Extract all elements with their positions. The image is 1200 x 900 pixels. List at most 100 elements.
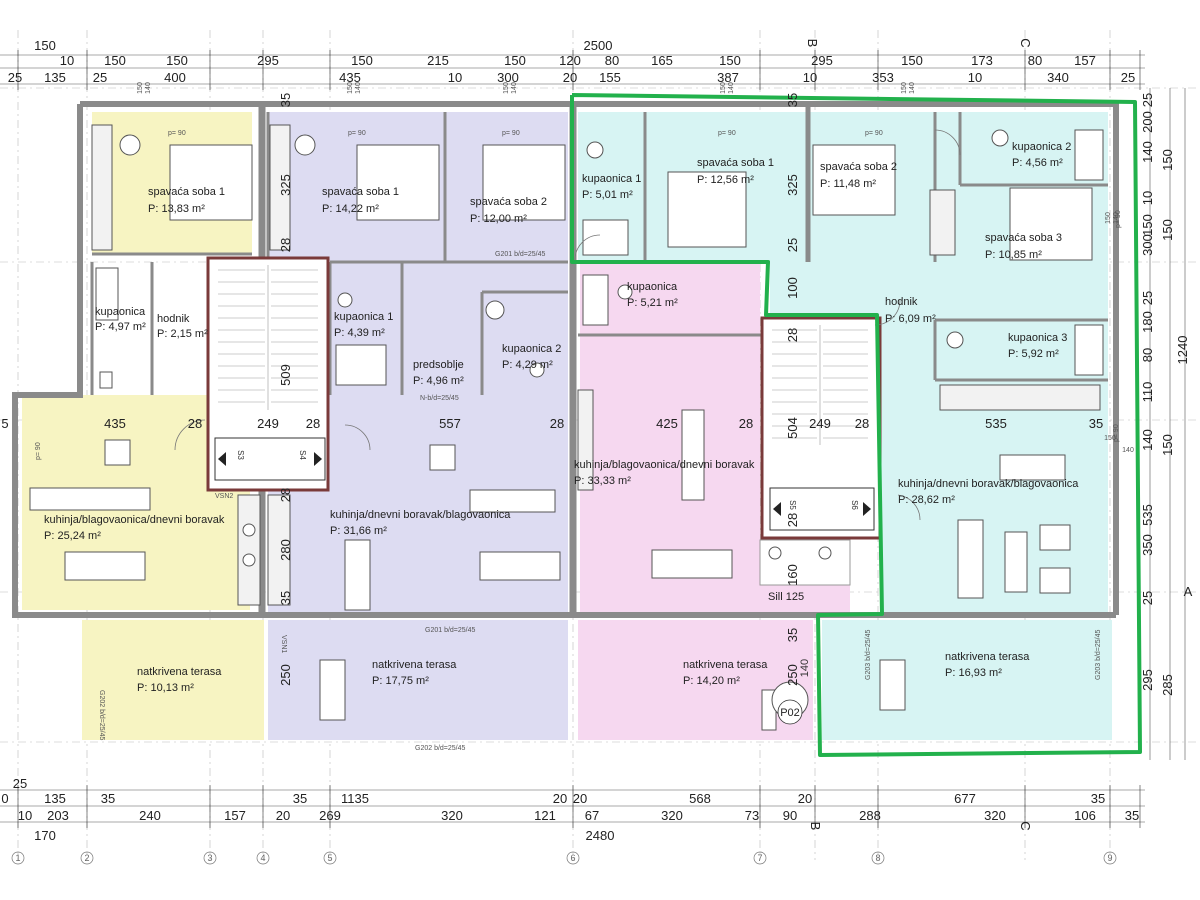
svg-text:150: 150 xyxy=(1140,214,1155,236)
svg-text:249: 249 xyxy=(809,416,831,431)
svg-text:165: 165 xyxy=(651,53,673,68)
washbasin-icon xyxy=(485,300,505,320)
svg-text:150: 150 xyxy=(1160,219,1175,241)
svg-text:p= 90: p= 90 xyxy=(1113,424,1120,442)
toilet-icon xyxy=(617,284,633,300)
zone-cyan-terrace xyxy=(822,620,1112,740)
axis-label: C xyxy=(1018,821,1033,830)
svg-text:150: 150 xyxy=(720,82,727,94)
svg-text:25: 25 xyxy=(1140,93,1155,107)
room-area: P: 4,29 m² xyxy=(502,359,553,371)
apartment-highlight-outline xyxy=(570,93,1142,757)
svg-text:73: 73 xyxy=(745,808,759,823)
svg-text:G201 b/d=25/45: G201 b/d=25/45 xyxy=(425,627,476,634)
svg-text:VSN1: VSN1 xyxy=(280,635,287,653)
sink-icon xyxy=(818,546,832,560)
svg-text:325: 325 xyxy=(278,174,293,196)
svg-text:535: 535 xyxy=(1140,504,1155,526)
svg-text:35: 35 xyxy=(785,93,800,107)
svg-text:20: 20 xyxy=(553,791,567,806)
axis-label: 6 xyxy=(570,853,575,863)
svg-text:150: 150 xyxy=(1160,149,1175,171)
toilet-icon xyxy=(991,129,1009,147)
svg-text:509: 509 xyxy=(278,364,293,386)
sofa-icon xyxy=(469,489,556,513)
armchair-icon xyxy=(1039,524,1071,551)
svg-text:140: 140 xyxy=(799,659,811,677)
svg-text:150: 150 xyxy=(719,53,741,68)
svg-text:20: 20 xyxy=(573,791,587,806)
room-name: spavaća soba 1 xyxy=(322,186,399,198)
svg-text:140: 140 xyxy=(1140,429,1155,451)
svg-text:28: 28 xyxy=(739,416,753,431)
room-area: P: 12,56 m² xyxy=(697,174,754,186)
room-area: P: 14,22 m² xyxy=(322,203,379,215)
room-name: kuhinja/dnevni boravak/blagovaonica xyxy=(330,509,511,521)
bed-icon xyxy=(169,144,253,221)
svg-text:G202 b/d=25/45: G202 b/d=25/45 xyxy=(98,690,105,741)
bed-icon xyxy=(482,144,566,221)
svg-text:25: 25 xyxy=(1140,291,1155,305)
svg-text:25: 25 xyxy=(1140,591,1155,605)
svg-text:568: 568 xyxy=(689,791,711,806)
svg-text:1240: 1240 xyxy=(1175,336,1190,365)
svg-text:295: 295 xyxy=(811,53,833,68)
svg-text:110: 110 xyxy=(1140,382,1155,403)
svg-text:25: 25 xyxy=(8,70,22,85)
shower-icon xyxy=(335,344,387,386)
svg-text:150: 150 xyxy=(166,53,188,68)
svg-text:p= 90: p= 90 xyxy=(35,442,42,460)
room-name: spavaća soba 2 xyxy=(820,161,897,173)
tv-table-icon xyxy=(1004,531,1028,593)
sill-label: Sill 125 xyxy=(768,591,804,603)
svg-text:p= 90: p= 90 xyxy=(168,130,186,137)
svg-text:150: 150 xyxy=(503,82,510,94)
axis-label: 7 xyxy=(757,853,762,863)
room-name: kupaonica 3 xyxy=(1008,332,1067,344)
armchair-icon xyxy=(104,439,131,466)
svg-text:285: 285 xyxy=(1160,674,1175,696)
svg-text:535: 535 xyxy=(985,416,1007,431)
svg-text:S3: S3 xyxy=(236,450,245,460)
svg-text:100: 100 xyxy=(785,277,800,299)
axis-label: 3 xyxy=(207,853,212,863)
room-name: natkrivena terasa xyxy=(372,659,457,671)
axis-a: A xyxy=(1184,584,1193,599)
svg-text:p= 90: p= 90 xyxy=(718,130,736,137)
toilet-icon xyxy=(586,141,604,159)
svg-text:10: 10 xyxy=(448,70,462,85)
room-area: P: 5,01 m² xyxy=(582,189,633,201)
room-area: P: 16,93 m² xyxy=(945,667,1002,679)
axis-label: 8 xyxy=(875,853,880,863)
room-name: kuhinja/dnevni boravak/blagovaonica xyxy=(898,478,1079,490)
room-name: kupaonica 1 xyxy=(334,311,393,323)
room-name: kupaonica 2 xyxy=(1012,141,1071,153)
room-area: P: 31,66 m² xyxy=(330,525,387,537)
room-name: kupaonica 2 xyxy=(502,343,561,355)
kitchen-counter-icon xyxy=(237,494,261,606)
room-name: kuhinja/blagovaonica/dnevni boravak xyxy=(574,459,755,471)
svg-text:35: 35 xyxy=(1125,808,1139,823)
shower-icon xyxy=(582,274,609,326)
dining-table-icon xyxy=(999,454,1066,481)
bathtub-icon xyxy=(95,267,119,321)
svg-text:28: 28 xyxy=(855,416,869,431)
svg-text:150: 150 xyxy=(137,82,144,94)
room-name: hodnik xyxy=(157,313,190,325)
zone-yellow-terrace xyxy=(82,620,264,740)
svg-text:G203 b/d=25/45: G203 b/d=25/45 xyxy=(865,629,872,680)
room-area: P: 14,20 m² xyxy=(683,675,740,687)
svg-text:35: 35 xyxy=(101,791,115,806)
svg-text:28: 28 xyxy=(278,488,293,502)
axis-label: 2 xyxy=(84,853,89,863)
inner-walls xyxy=(90,112,1108,395)
dining-table-icon xyxy=(879,659,906,711)
room-name: predsoblje xyxy=(413,359,464,371)
kitchen-counter-icon xyxy=(267,494,291,606)
hob-icon xyxy=(242,553,256,567)
svg-text:90: 90 xyxy=(783,808,797,823)
svg-text:250: 250 xyxy=(278,664,293,686)
svg-text:280: 280 xyxy=(278,539,293,561)
sofa-icon xyxy=(29,487,151,511)
svg-text:240: 240 xyxy=(139,808,161,823)
